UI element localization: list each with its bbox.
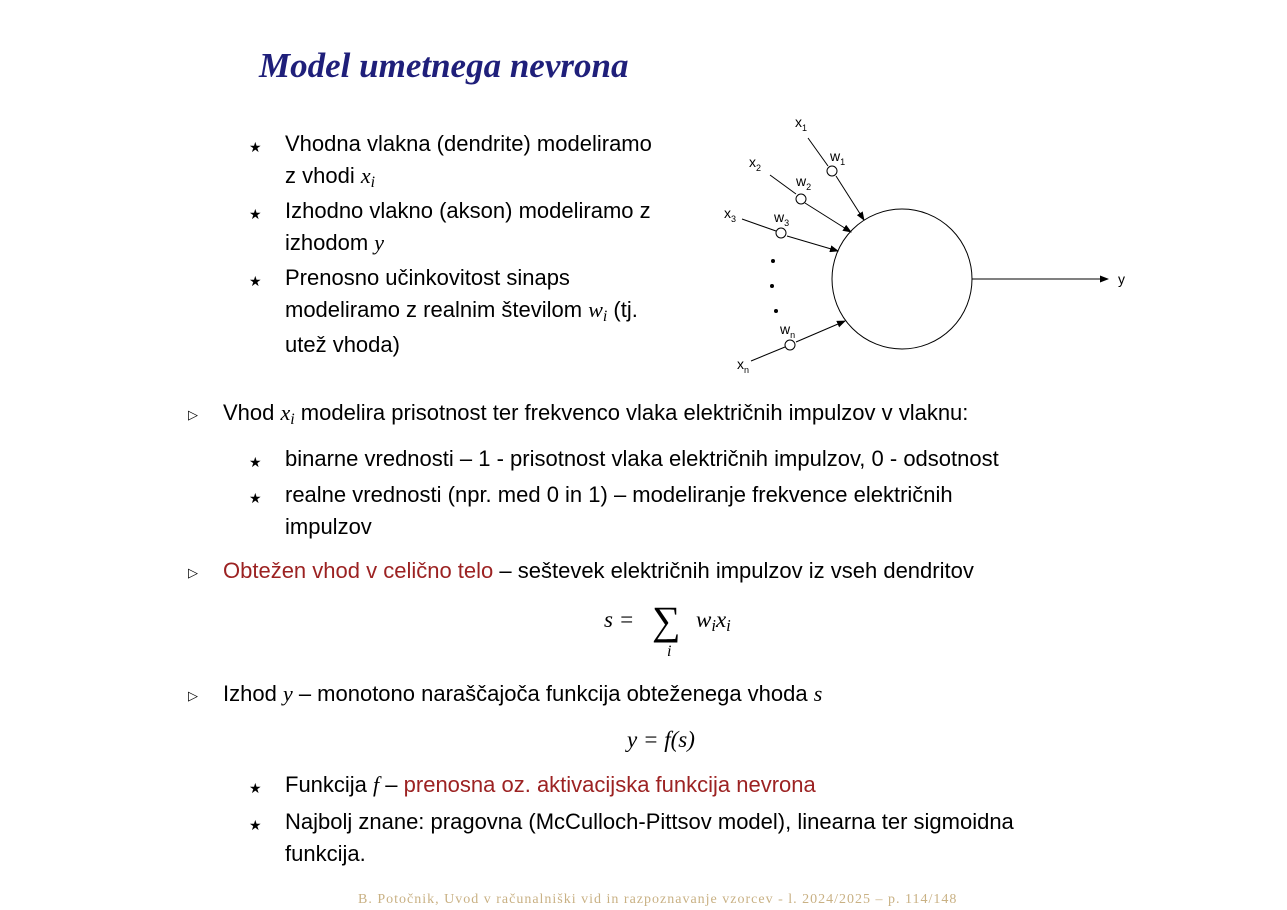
input-line-3 [741, 218, 777, 232]
input-line-n [750, 346, 786, 362]
item-real-line2: impulzov [285, 514, 372, 539]
bullet-star-icon: ★ [249, 454, 262, 470]
bullet-weights-line3: utež vhoda) [285, 332, 400, 357]
weight-node-2 [795, 193, 807, 205]
bullet-weights-line1: Prenosno učinkovitost sinaps [285, 265, 570, 290]
activation-equation: y = f(s) [627, 727, 695, 752]
ellipsis-dot [774, 309, 778, 313]
bullet-star-icon: ★ [249, 139, 262, 155]
weight-node-1 [826, 165, 838, 177]
ellipsis-dot [770, 284, 774, 288]
input-label-3: x3 [724, 205, 736, 224]
weight-node-n [784, 339, 796, 351]
bullet-star-icon: ★ [249, 780, 262, 796]
bullet-inputs: Vhodna vlakna (dendrite) modeliramo z vh… [285, 128, 652, 195]
weight-label-1: w1 [829, 148, 845, 167]
slide-footer: B. Potočnik, Uvod v računalniški vid in … [358, 892, 958, 907]
input-label-2: x2 [749, 154, 761, 173]
item-binary: binarne vrednosti – 1 - prisotnost vlaka… [285, 446, 999, 471]
triangle-bullet-icon: ▷ [188, 688, 198, 703]
item-known-functions: Najbolj znane: pragovna (McCulloch-Pitts… [285, 806, 1014, 870]
triangle-bullet-icon: ▷ [188, 565, 198, 580]
triangle-bullet-icon: ▷ [188, 407, 198, 422]
neuron-body [831, 208, 973, 350]
input-line-nb [795, 320, 846, 343]
weight-label-2: w2 [795, 173, 811, 192]
weight-label-n: wn [779, 321, 795, 340]
bullet-star-icon: ★ [249, 817, 262, 833]
bullet-output: Izhodno vlakno (akson) modeliramo z izho… [285, 195, 651, 259]
input-label-n: xn [737, 356, 749, 375]
slide-title: Model umetnega nevrona [259, 46, 629, 85]
input-line-3b [786, 235, 839, 253]
bullet-star-icon: ★ [249, 206, 262, 222]
item-function: Funkcija f – prenosna oz. aktivacijska f… [285, 772, 816, 797]
bullet-inputs-line1: Vhodna vlakna (dendrite) modeliramo [285, 131, 652, 156]
point-input: Vhod xi modelira prisotnost ter frekvenc… [223, 400, 969, 428]
point-weighted-input: Obtežen vhod v celično telo – seštevek e… [223, 558, 974, 583]
item-real-line1: realne vrednosti (npr. med 0 in 1) – mod… [285, 482, 953, 507]
weight-node-3 [775, 227, 787, 239]
bullet-output-line1: Izhodno vlakno (akson) modeliramo z [285, 198, 651, 223]
input-line-2b [804, 202, 852, 233]
input-line-1b [835, 175, 865, 221]
point-output: Izhod y – monotono naraščajoča funkcija … [223, 681, 823, 706]
input-label-1: x1 [795, 114, 807, 133]
bullet-output-line2: izhodom y [285, 230, 385, 255]
item-known-line2: funkcija. [285, 841, 366, 866]
weight-label-3: w3 [773, 209, 789, 228]
output-label: y [1118, 271, 1125, 287]
bullet-inputs-line2: z vhodi xi [285, 163, 375, 191]
input-line-1 [807, 137, 829, 167]
bullet-star-icon: ★ [249, 490, 262, 506]
bullet-star-icon: ★ [249, 273, 262, 289]
ellipsis-dot [771, 259, 775, 263]
bullet-weights: Prenosno učinkovitost sinaps modeliramo … [285, 262, 638, 361]
bullet-weights-line2: modeliramo z realnim številom wi (tj. [285, 297, 638, 325]
input-line-2 [769, 174, 797, 195]
item-known-line1: Najbolj znane: pragovna (McCulloch-Pitts… [285, 809, 1014, 834]
item-real: realne vrednosti (npr. med 0 in 1) – mod… [285, 479, 953, 543]
